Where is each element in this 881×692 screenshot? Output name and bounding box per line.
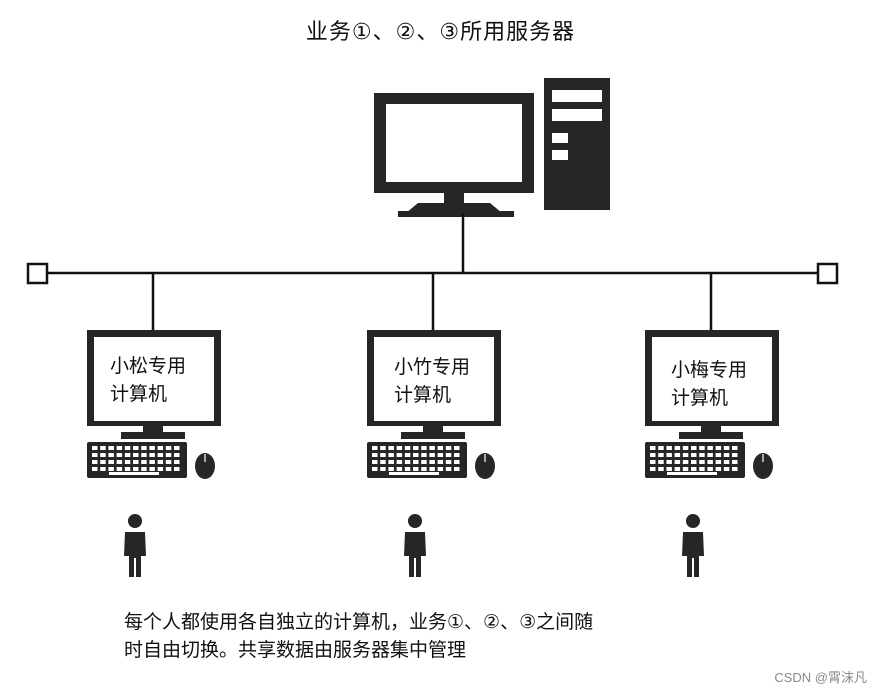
client-label-xiaosong: 小松专用 计算机 [110, 352, 186, 408]
client-label-line2: 计算机 [671, 387, 729, 409]
monitor-icon [367, 330, 501, 439]
diagram-title: 业务①、②、③所用服务器 [305, 20, 576, 45]
mouse-icon [195, 453, 215, 479]
person-icon [404, 514, 426, 577]
client-label-line1: 小竹专用 [394, 356, 471, 378]
client-computer [645, 330, 779, 577]
network-bus [48, 213, 818, 333]
watermark: CSDN @霄沫凡 [774, 670, 867, 685]
monitor-icon [645, 330, 779, 439]
client-label-line2: 计算机 [394, 384, 452, 406]
keyboard-icon [367, 442, 467, 478]
server-computer-icon [374, 78, 610, 217]
keyboard-icon [645, 442, 745, 478]
client-label-line1: 小梅专用 [671, 359, 748, 381]
caption-line1: 每个人都使用各自独立的计算机，业务①、②、③之间随 [124, 611, 594, 633]
caption-line2: 时自由切换。共享数据由服务器集中管理 [124, 639, 467, 661]
person-icon [682, 514, 704, 577]
client-computers [87, 330, 779, 577]
terminator-right-icon [816, 262, 839, 285]
client-label-xiaomei: 小梅专用 计算机 [671, 356, 747, 412]
terminator-left-icon [26, 262, 49, 285]
client-label-xiaozhu: 小竹专用 计算机 [394, 353, 470, 409]
diagram-caption: 每个人都使用各自独立的计算机，业务①、②、③之间随 时自由切换。共享数据由服务器… [124, 608, 593, 664]
monitor-icon [87, 330, 221, 439]
mouse-icon [753, 453, 773, 479]
client-computer [367, 330, 501, 577]
person-icon [124, 514, 146, 577]
mouse-icon [475, 453, 495, 479]
client-label-line2: 计算机 [110, 383, 168, 405]
client-computer [87, 330, 221, 577]
client-label-line1: 小松专用 [110, 355, 187, 377]
keyboard-icon [87, 442, 187, 478]
